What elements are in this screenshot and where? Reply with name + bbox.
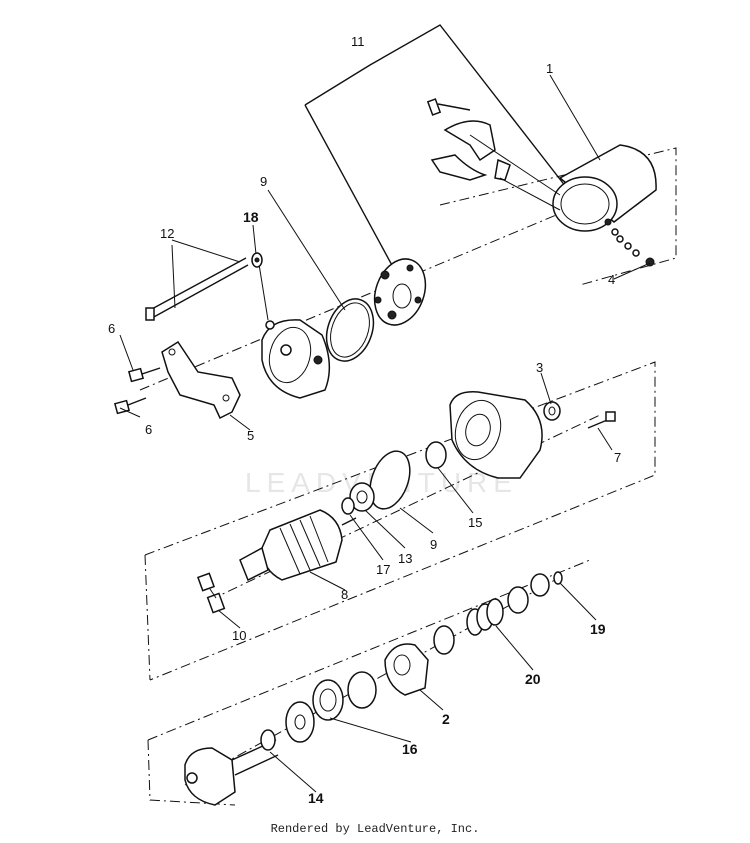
bracket-11 (304, 24, 581, 281)
callout-16: 16 (402, 741, 418, 757)
rear-end-cover (261, 319, 331, 399)
callouts: 1 2 3 4 5 6 6 7 8 9 9 10 11 12 13 14 15 … (108, 34, 621, 806)
axis-middle (209, 414, 601, 601)
callout-6-lower: 6 (145, 422, 152, 437)
callout-2: 2 (442, 711, 450, 727)
stop-ring (530, 573, 550, 597)
bracket-bolt-upper (127, 367, 161, 383)
clutch-retainer (312, 679, 344, 721)
housing-bolt-7 (587, 411, 616, 429)
callout-1: 1 (546, 61, 553, 76)
washer-17 (341, 497, 355, 515)
leader-lines (119, 74, 651, 793)
group-frame-middle (144, 361, 656, 681)
overrunning-clutch (384, 643, 429, 696)
callout-3: 3 (536, 360, 543, 375)
field-housing (552, 144, 657, 267)
callout-4: 4 (608, 272, 615, 287)
o-ring-top (325, 298, 375, 362)
callout-14: 14 (308, 790, 324, 806)
callout-8: 8 (341, 587, 348, 602)
callout-15: 15 (468, 515, 482, 530)
front-housing (449, 391, 543, 479)
axis-top (139, 204, 581, 391)
group-frame-bottom (147, 559, 591, 806)
brush-holder-plate (373, 258, 427, 326)
snap-ring-19 (553, 571, 563, 585)
washer-16 (285, 701, 315, 743)
sleeve (433, 625, 455, 655)
o-ring-middle (369, 450, 411, 510)
callout-20: 20 (525, 671, 541, 687)
spring-20 (466, 598, 504, 636)
o-ring-bottom (347, 671, 377, 709)
washer-18 (251, 252, 263, 268)
callout-13: 13 (398, 551, 412, 566)
callout-10: 10 (232, 628, 246, 643)
brush-springs (426, 98, 561, 211)
callout-7: 7 (614, 450, 621, 465)
callout-12: 12 (160, 226, 174, 241)
callout-19: 19 (590, 621, 606, 637)
washer-3 (543, 401, 561, 421)
bracket-bolt-lower (113, 397, 147, 415)
callout-11: 11 (351, 34, 365, 49)
footer-credit: Rendered by LeadVenture, Inc. (270, 822, 480, 836)
armature (239, 509, 357, 582)
callout-5: 5 (247, 428, 254, 443)
pinion-shaft (184, 739, 279, 806)
callout-6-upper: 6 (108, 321, 115, 336)
mounting-bracket (161, 340, 241, 420)
through-bolts (145, 257, 269, 321)
collar (507, 586, 529, 614)
circlip-14 (260, 729, 276, 751)
callout-9-upper: 9 (260, 174, 267, 189)
callout-17: 17 (376, 562, 390, 577)
bearing-13 (349, 482, 375, 512)
brush-10 (197, 572, 226, 614)
callout-18: 18 (243, 209, 259, 225)
o-ring-15 (425, 441, 447, 469)
callout-9-lower: 9 (430, 537, 437, 552)
